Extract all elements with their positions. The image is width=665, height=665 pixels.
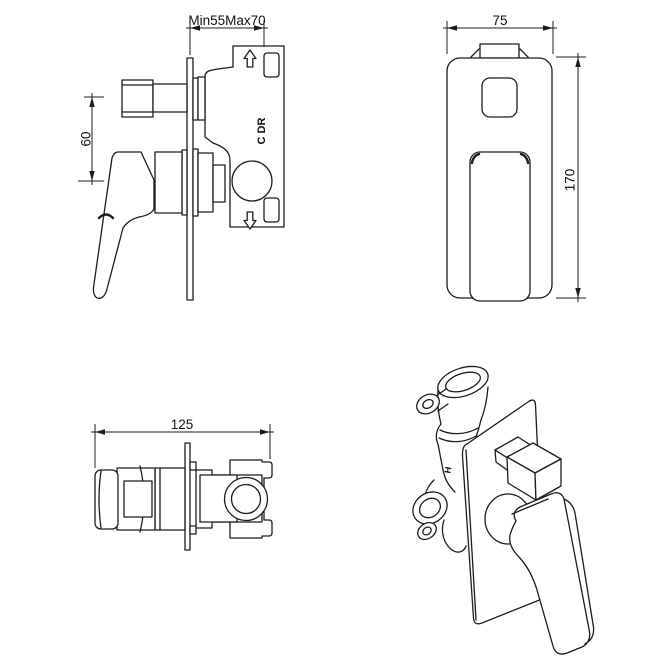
arrowhead-left bbox=[95, 429, 105, 435]
arrowhead-left bbox=[447, 25, 457, 31]
handle-shadow-arc bbox=[519, 152, 530, 165]
plate-thickness-line bbox=[465, 449, 477, 621]
arrowhead-right bbox=[254, 25, 264, 31]
arrowhead-right bbox=[260, 429, 270, 435]
cartridge-ring bbox=[181, 149, 188, 216]
arrowhead-left bbox=[190, 25, 200, 31]
retainer-clip-top-bore bbox=[422, 398, 434, 410]
side-port-bore bbox=[418, 497, 442, 519]
rough-in-assembly: H bbox=[412, 365, 489, 553]
knob-right-face bbox=[534, 458, 562, 501]
plate-flange bbox=[189, 461, 197, 471]
detail-line bbox=[98, 470, 102, 529]
outlet-port-circle bbox=[231, 160, 273, 202]
wall-plate-edge bbox=[186, 57, 194, 301]
mounting-tab-top bbox=[263, 52, 280, 78]
diverter-knob-side bbox=[121, 79, 154, 118]
dimension-depth: Min55Max70 bbox=[186, 13, 268, 55]
dimension-height-170: 170 bbox=[556, 53, 586, 302]
flow-down-arrow-icon bbox=[243, 211, 257, 230]
handle-shadow-arc bbox=[97, 213, 115, 220]
hot-marking-label: H bbox=[443, 466, 454, 474]
cartridge-body bbox=[154, 151, 183, 214]
body-outline bbox=[435, 423, 456, 493]
arrowhead-down bbox=[575, 288, 581, 298]
port-marking-label: C DR bbox=[256, 118, 268, 145]
escutcheon-ring bbox=[197, 152, 214, 213]
escutcheon-ring bbox=[192, 148, 199, 217]
dimension-depth-label: Min55Max70 bbox=[188, 13, 265, 28]
lever-blade-face bbox=[509, 492, 591, 655]
lever-chamfer-line bbox=[511, 498, 549, 515]
body-band-lines bbox=[438, 427, 479, 443]
tab-clip-line bbox=[470, 48, 480, 58]
lever-arm-inner bbox=[123, 480, 153, 518]
dimension-width-label: 75 bbox=[492, 13, 507, 28]
arrowhead-up bbox=[89, 97, 95, 107]
dimension-width-75: 75 bbox=[443, 13, 557, 54]
escutcheon-ring bbox=[197, 76, 206, 121]
tab-clip-line bbox=[519, 48, 529, 58]
mounting-tab-bottom bbox=[263, 197, 280, 223]
retainer-clip-bottom-bore bbox=[422, 526, 432, 536]
dimension-width-label: 125 bbox=[171, 417, 194, 432]
lever-thickness-line bbox=[563, 498, 595, 645]
escutcheon-ring bbox=[212, 164, 226, 203]
knob-stem bbox=[152, 83, 188, 113]
dimension-width-125: 125 bbox=[91, 417, 274, 468]
perspective-view: H bbox=[412, 365, 595, 655]
plate-top-tab bbox=[479, 43, 520, 59]
lever-grip-end bbox=[94, 469, 119, 530]
diverter-knob-perspective bbox=[494, 436, 562, 501]
arrowhead-up bbox=[575, 57, 581, 67]
body-outline bbox=[441, 519, 467, 553]
wall-plate-edge bbox=[184, 442, 191, 551]
dimension-height-60: 60 bbox=[78, 93, 104, 185]
lever-handle-front bbox=[469, 151, 531, 302]
front-view: 75 170 bbox=[443, 13, 586, 302]
side-view: Min55Max70 60 C DR bbox=[78, 13, 285, 301]
diverter-button-front bbox=[481, 77, 518, 118]
clip-arm-lines bbox=[435, 388, 449, 412]
arrowhead-down bbox=[89, 171, 95, 181]
plate-flange bbox=[189, 525, 197, 535]
top-pipe-bore bbox=[445, 371, 481, 393]
top-view: 125 bbox=[91, 417, 274, 551]
dimension-height-label: 170 bbox=[563, 169, 578, 192]
handle-shadow-arc bbox=[470, 152, 481, 165]
flow-up-arrow-icon bbox=[243, 49, 257, 68]
lever-handle-side bbox=[92, 151, 155, 299]
arrowhead-right bbox=[543, 25, 553, 31]
escutcheon-ring bbox=[192, 77, 199, 121]
dimension-height-label: 60 bbox=[79, 131, 94, 146]
outlet-port-inner bbox=[230, 483, 262, 515]
pipe-side-line bbox=[480, 386, 489, 421]
lever-handle-perspective bbox=[484, 492, 595, 655]
